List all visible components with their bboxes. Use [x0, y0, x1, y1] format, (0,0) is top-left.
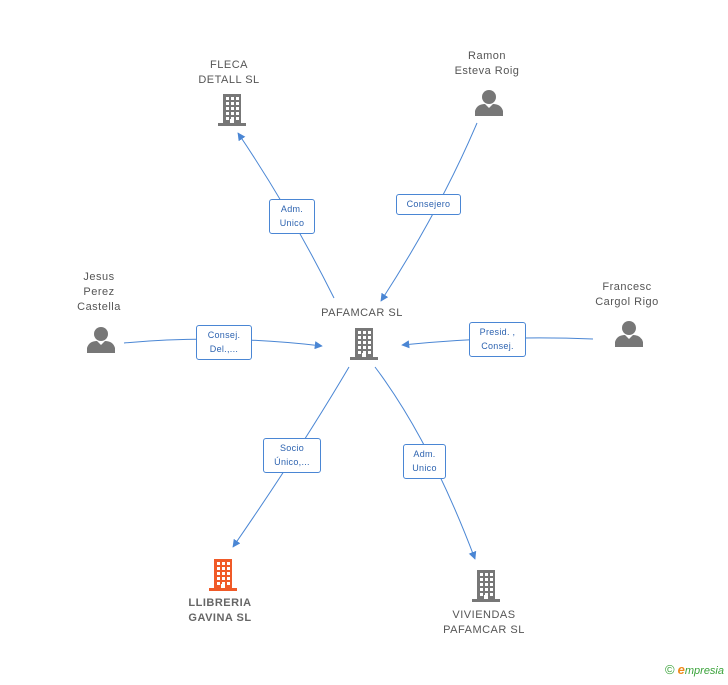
person-icon-jesus[interactable]: [87, 327, 115, 353]
building-icon-viviendas[interactable]: [472, 570, 500, 602]
node-label-center[interactable]: PAFAMCAR SL: [321, 307, 403, 319]
building-icon-fleca[interactable]: [218, 94, 246, 126]
node-label-ramon[interactable]: Ramon Esteva Roig: [454, 50, 520, 77]
edge-label-jesus[interactable]: Consej. Del.,...: [196, 325, 252, 360]
edge-label-ramon[interactable]: Consejero: [396, 194, 461, 215]
node-label-viviendas[interactable]: VIVIENDAS PAFAMCAR SL: [443, 609, 525, 636]
brand-name: mpresia: [684, 665, 724, 677]
node-label-llibreria[interactable]: LLIBRERIA GAVINA SL: [188, 597, 252, 624]
edge-label-francesc[interactable]: Presid. , Consej.: [469, 322, 526, 357]
building-icon-center[interactable]: [350, 328, 378, 360]
person-icon-francesc[interactable]: [615, 321, 643, 347]
copyright-symbol: ©: [665, 662, 675, 677]
building-icon-llibreria[interactable]: [209, 559, 237, 591]
edge-label-fleca[interactable]: Adm. Unico: [269, 199, 315, 234]
person-icon-ramon[interactable]: [475, 90, 503, 116]
node-label-francesc[interactable]: Francesc Cargol Rigo: [595, 281, 659, 308]
empresia-logo[interactable]: ©empresia: [665, 662, 724, 677]
edge-label-viviendas[interactable]: Adm. Unico: [403, 444, 446, 479]
edge-label-llibreria[interactable]: Socio Único,...: [263, 438, 321, 473]
node-label-fleca[interactable]: FLECA DETALL SL: [198, 59, 260, 86]
node-label-jesus[interactable]: Jesus Perez Castella: [77, 271, 121, 313]
brand-initial: e: [677, 662, 685, 677]
